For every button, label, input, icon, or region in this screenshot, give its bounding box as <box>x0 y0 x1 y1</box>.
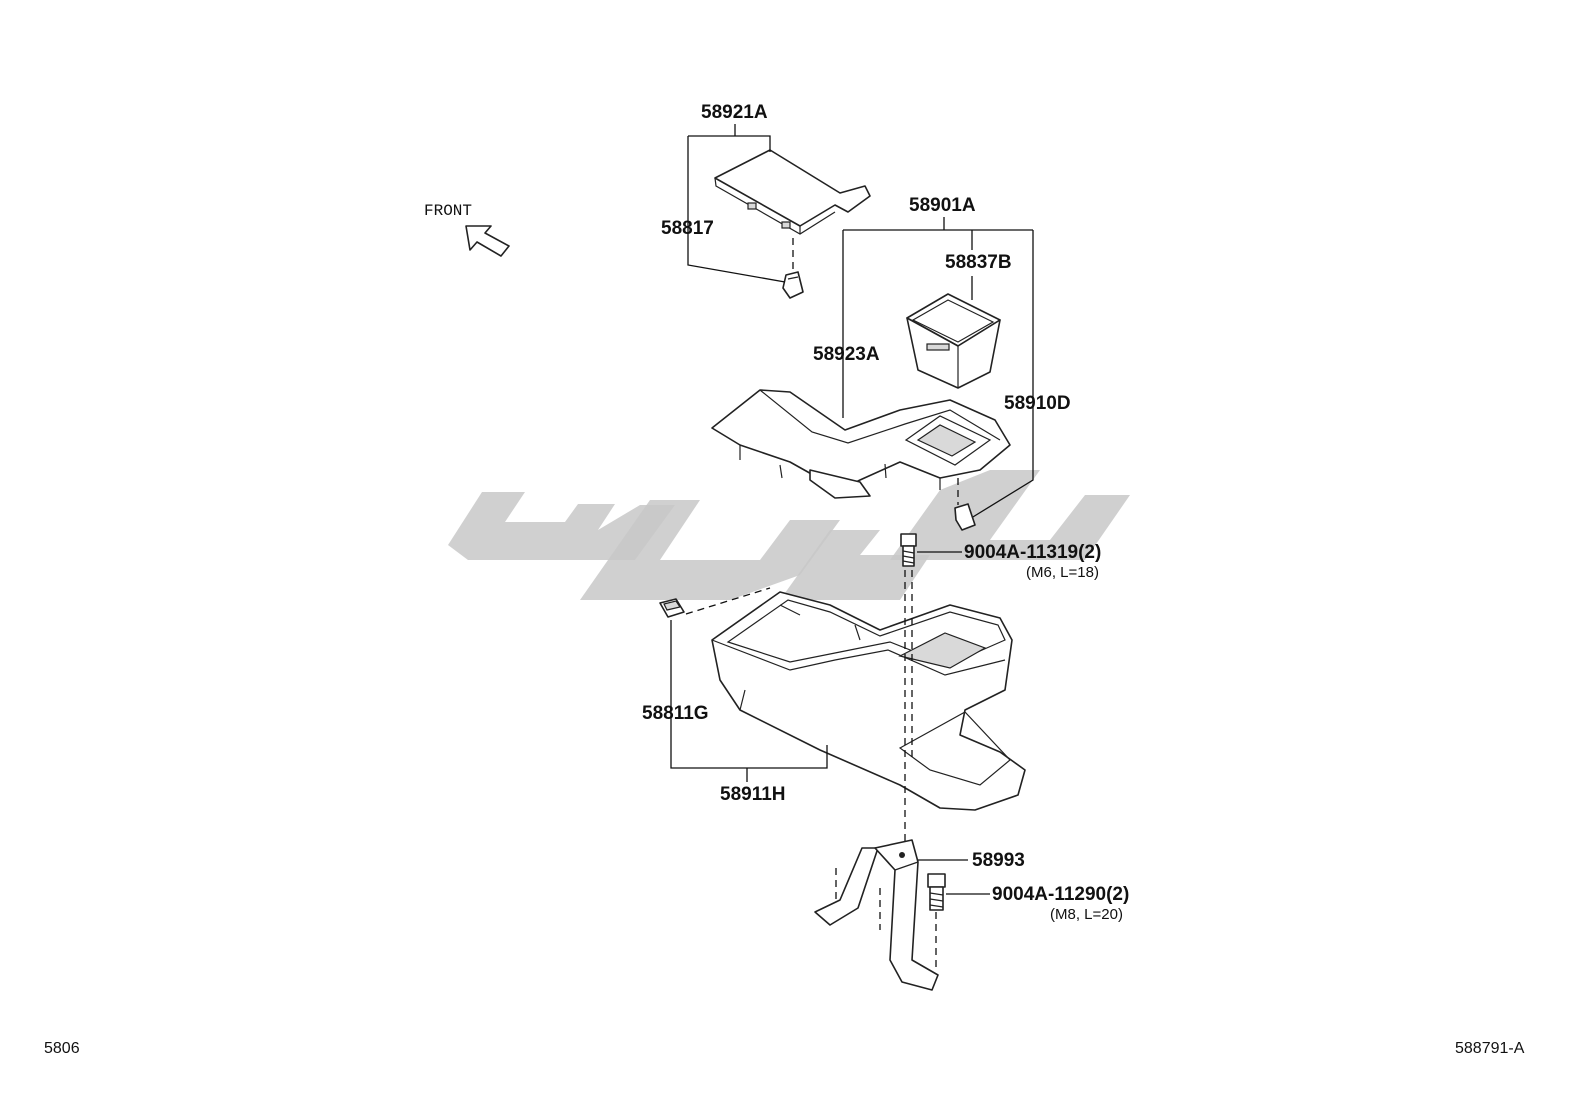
label-58923A: 58923A <box>813 344 880 365</box>
page-code-left: 5806 <box>44 1040 80 1057</box>
clip-58811G <box>659 598 685 618</box>
label-bolt2: 9004A-11290(2) <box>992 884 1129 905</box>
label-58901A: 58901A <box>909 195 976 216</box>
page-code-right: 588791-A <box>1455 1040 1525 1057</box>
label-bolt2-spec: (M8, L=20) <box>1050 906 1123 923</box>
front-arrow-icon <box>465 225 510 257</box>
clip-58817 <box>782 271 804 299</box>
label-58910D: 58910D <box>1004 393 1071 414</box>
cup-holder-58837B <box>906 293 1001 389</box>
label-bolt1: 9004A-11319(2) <box>964 542 1101 563</box>
clip-58910D <box>954 503 976 531</box>
front-indicator: FRONT <box>424 202 510 257</box>
watermark-logo <box>448 470 1130 600</box>
label-58993: 58993 <box>972 850 1025 871</box>
label-bolt1-spec: (M6, L=18) <box>1026 564 1099 581</box>
console-upper-panel-58923A <box>711 389 1011 499</box>
label-58837B: 58837B <box>945 252 1012 273</box>
bolt-9004A-11290 <box>927 873 946 911</box>
bracket-58993 <box>814 839 939 991</box>
label-58911H: 58911H <box>720 784 786 805</box>
console-box-58911H <box>711 591 1026 811</box>
label-58817: 58817 <box>661 218 714 239</box>
bolt-9004A-11319 <box>900 533 917 567</box>
label-58921A: 58921A <box>701 102 768 123</box>
front-label: FRONT <box>424 202 472 220</box>
label-58811G: 58811G <box>642 703 709 724</box>
armrest-lid-58921A <box>714 149 871 235</box>
